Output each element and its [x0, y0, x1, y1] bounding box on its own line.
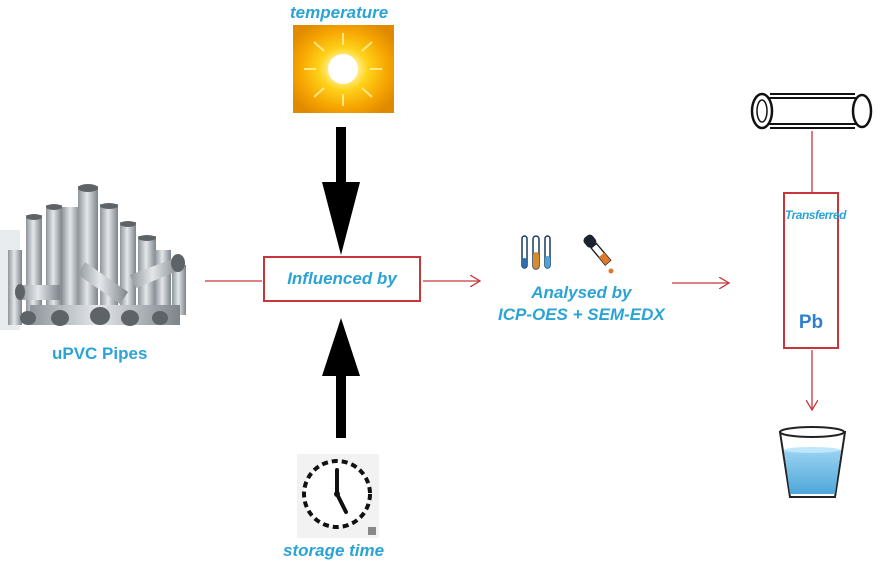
sun-icon [293, 25, 394, 113]
influenced-by-label: Influenced by [287, 269, 397, 288]
transferred-label: Transferred [785, 208, 846, 222]
pipes-icon [0, 184, 186, 330]
transferred-box: Transferred Pb [783, 192, 846, 349]
analysed-by-line2: ICP-OES + SEM-EDX [498, 305, 665, 324]
test-tubes-icon [521, 235, 551, 270]
temperature-label: temperature [290, 3, 389, 22]
analysed-by-label: Analysed by ICP-OES + SEM-EDX [498, 282, 665, 326]
water-glass-icon [778, 426, 847, 498]
storage-time-label: storage time [283, 541, 385, 560]
dropper-icon [583, 234, 614, 274]
pipes-label: uPVC Pipes [52, 344, 148, 363]
analysed-by-line1: Analysed by [531, 283, 632, 302]
up-arrow [322, 318, 360, 438]
pb-label: Pb [798, 312, 824, 333]
clock-icon [297, 454, 379, 538]
influenced-by-box: Influenced by [263, 256, 421, 302]
down-arrow [322, 127, 360, 255]
pipe-icon [750, 92, 873, 130]
